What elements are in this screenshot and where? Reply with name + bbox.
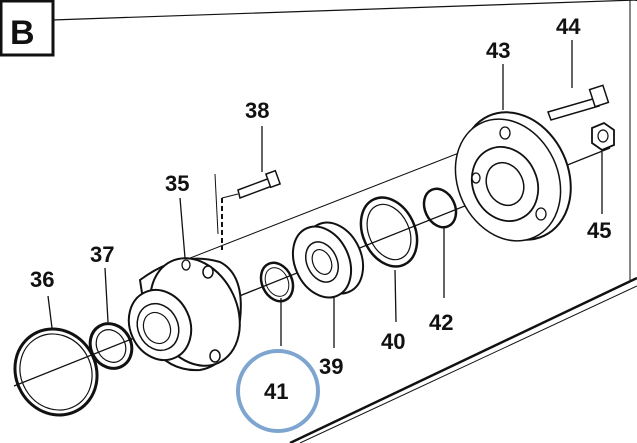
label-35: 35 bbox=[165, 171, 189, 196]
label-39: 39 bbox=[319, 354, 343, 379]
label-42: 42 bbox=[429, 310, 453, 335]
nut-45 bbox=[591, 121, 615, 152]
section-letter: B bbox=[10, 14, 35, 52]
bolt-44 bbox=[547, 84, 610, 121]
label-38: 38 bbox=[245, 98, 269, 123]
flange-housing-35 bbox=[127, 257, 242, 372]
label-41: 41 bbox=[264, 379, 288, 404]
label-36: 36 bbox=[30, 267, 54, 292]
flange-43 bbox=[454, 111, 572, 242]
o-ring-36 bbox=[13, 327, 99, 417]
page-frame-lines bbox=[51, 0, 637, 443]
label-45: 45 bbox=[587, 218, 611, 243]
ring-37 bbox=[88, 322, 134, 370]
seal-ring-41 bbox=[259, 261, 295, 303]
highlight-circle bbox=[236, 349, 320, 433]
bearing-39 bbox=[291, 221, 365, 299]
label-44: 44 bbox=[556, 14, 581, 39]
snap-ring-42 bbox=[422, 187, 458, 229]
ring-40 bbox=[359, 196, 419, 268]
bolt-38 bbox=[221, 169, 282, 250]
label-43: 43 bbox=[486, 38, 510, 63]
section-letter-box: B bbox=[0, 0, 55, 57]
leader-lines bbox=[47, 40, 603, 348]
part-labels: 36 37 35 38 41 39 40 42 43 44 45 bbox=[30, 14, 611, 404]
label-37: 37 bbox=[90, 242, 114, 267]
label-40: 40 bbox=[381, 329, 405, 354]
